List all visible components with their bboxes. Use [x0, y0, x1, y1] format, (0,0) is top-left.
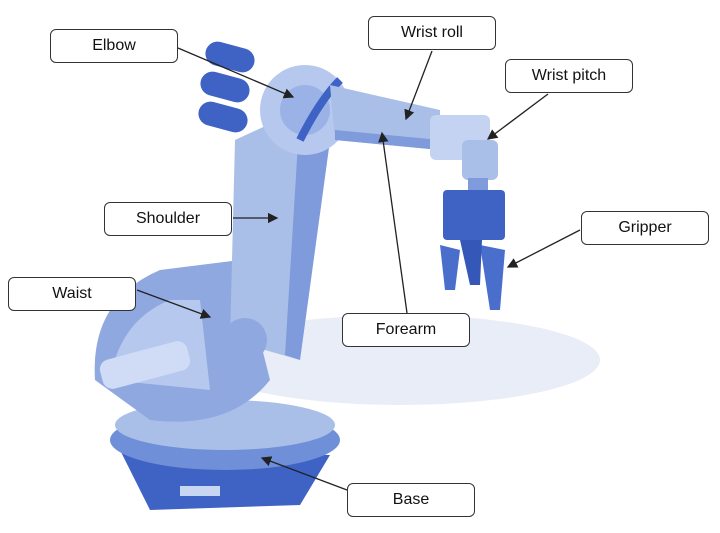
gripper-arrow: [506, 229, 581, 268]
label-wrist-roll: Wrist roll: [368, 16, 496, 50]
wrist-roll-arrow: [404, 50, 433, 121]
wrist-pitch-arrow: [486, 93, 549, 140]
forearm-arrow: [378, 131, 408, 314]
label-base: Base: [347, 483, 475, 517]
label-wrist-pitch: Wrist pitch: [505, 59, 633, 93]
robot-waist: [94, 260, 271, 422]
robot-base: [110, 400, 340, 510]
robot-shoulder-arm: [223, 110, 330, 362]
elbow-arrow: [177, 47, 295, 99]
robot-forearm: [330, 85, 440, 150]
label-elbow: Elbow: [50, 29, 178, 63]
label-gripper: Gripper: [581, 211, 709, 245]
robot-wrist: [430, 115, 498, 180]
label-shoulder: Shoulder: [104, 202, 232, 236]
base-arrow: [260, 456, 348, 491]
robot-gripper: [440, 178, 505, 310]
label-forearm: Forearm: [342, 313, 470, 347]
waist-arrow: [136, 289, 212, 319]
robot-elbow: [198, 41, 350, 155]
label-waist: Waist: [8, 277, 136, 311]
